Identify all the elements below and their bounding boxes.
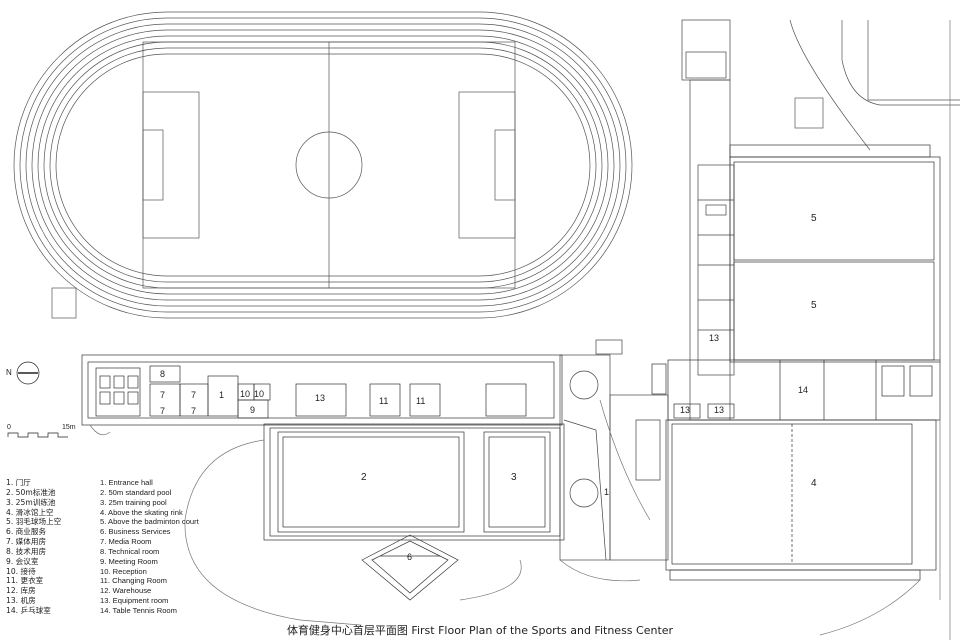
room-label-entrance-main: 1	[219, 390, 224, 400]
room-label-reception-b: 10	[254, 389, 264, 399]
legend-cn-item: 7. 媒体用房	[6, 537, 47, 547]
room-labels: 1 1 2 3 4 5 5 6 7 7 7 7 8 9 10 10 11 11 …	[160, 213, 817, 562]
north-label: N	[6, 368, 12, 377]
legend-cn-item: 10. 接待	[6, 566, 36, 576]
legend-en-item: 10. Reception	[100, 566, 147, 576]
room-label-business: 6	[407, 552, 412, 562]
room-label-reception-a: 10	[240, 389, 250, 399]
legend-cn-item: 3. 25m训练池	[6, 497, 56, 507]
legend-en-item: 5. Above the badminton court	[100, 517, 199, 527]
legend-cn-item: 8. 技术用房	[6, 546, 47, 556]
room-label-pool-25m: 3	[511, 472, 517, 483]
site-landscape	[89, 20, 951, 640]
room-label-changing-b: 11	[416, 396, 425, 406]
business-pavilion	[361, 534, 459, 601]
room-label-media-d: 7	[191, 406, 196, 416]
legend-cn-item: 12. 库房	[6, 586, 36, 596]
legend-en-item: 2. 50m standard pool	[100, 487, 172, 497]
legend-chinese: 1. 门厅 2. 50m标准池 3. 25m训练池 4. 滑冰馆上空 5. 羽毛…	[6, 478, 61, 616]
room-label-media-a: 7	[160, 390, 165, 400]
legend-en-item: 8. Technical room	[100, 546, 160, 556]
legend-cn-item: 4. 滑冰馆上空	[6, 507, 54, 517]
room-label-equip-c: 13	[680, 405, 690, 415]
legend-en-item: 3. 25m training pool	[100, 497, 167, 507]
legend-cn-item: 2. 50m标准池	[6, 487, 56, 497]
main-building	[81, 354, 563, 426]
legend-cn-item: 1. 门厅	[6, 478, 31, 487]
legend-en-item: 4. Above the skating rink	[100, 507, 183, 517]
legend-en-item: 14. Table Tennis Room	[100, 605, 177, 615]
room-label-entrance-link: 1	[604, 487, 609, 497]
scale-max-label: 15m	[62, 424, 76, 431]
room-label-equip-d: 13	[714, 405, 724, 415]
legend-en-item: 11. Changing Room	[100, 576, 167, 586]
legend-en-item: 7. Media Room	[100, 537, 152, 547]
upper-right-field	[789, 19, 960, 151]
legend-cn-item: 11. 更衣室	[6, 576, 44, 586]
legend-en-item: 6. Business Services	[100, 527, 171, 537]
legend-en-item: 1. Entrance hall	[100, 478, 153, 487]
room-label-equip-a: 13	[315, 393, 325, 403]
badminton-block	[729, 144, 941, 363]
scale-zero-label: 0	[7, 424, 11, 431]
legend-cn-item: 14. 乒乓球室	[6, 605, 51, 615]
skating-block	[651, 359, 941, 581]
pool-hall	[263, 423, 565, 541]
legend-cn-item: 5. 羽毛球场上空	[6, 517, 62, 527]
room-label-tech: 8	[160, 369, 165, 379]
running-track	[13, 11, 633, 319]
room-label-table-tennis: 14	[798, 385, 808, 395]
room-label-skating: 4	[811, 478, 817, 489]
legend-en-item: 13. Equipment room	[100, 596, 169, 606]
room-label-media-c: 7	[160, 406, 165, 416]
soccer-field	[51, 41, 516, 319]
room-label-badminton-b: 5	[811, 300, 817, 311]
room-label-pool-50m: 2	[361, 472, 367, 483]
legend-en-item: 12. Warehouse	[100, 586, 152, 596]
room-label-meeting: 9	[250, 405, 255, 415]
legend-en-item: 9. Meeting Room	[100, 556, 158, 566]
legend-cn-item: 6. 商业服务	[6, 527, 47, 537]
legend-english: 1. Entrance hall 2. 50m standard pool 3.…	[100, 478, 199, 616]
legend-cn-item: 13. 机房	[6, 596, 36, 606]
room-label-media-b: 7	[191, 390, 196, 400]
room-label-equip-b: 13	[709, 333, 719, 343]
north-arrow-symbol	[16, 361, 40, 385]
scale-bar	[7, 432, 68, 438]
legend-cn-item: 9. 会议室	[6, 556, 39, 566]
room-label-changing-a: 11	[379, 396, 388, 406]
drawing-title: 体育健身中心首层平面图 First Floor Plan of the Spor…	[286, 624, 674, 637]
room-label-badminton-a: 5	[811, 213, 817, 224]
